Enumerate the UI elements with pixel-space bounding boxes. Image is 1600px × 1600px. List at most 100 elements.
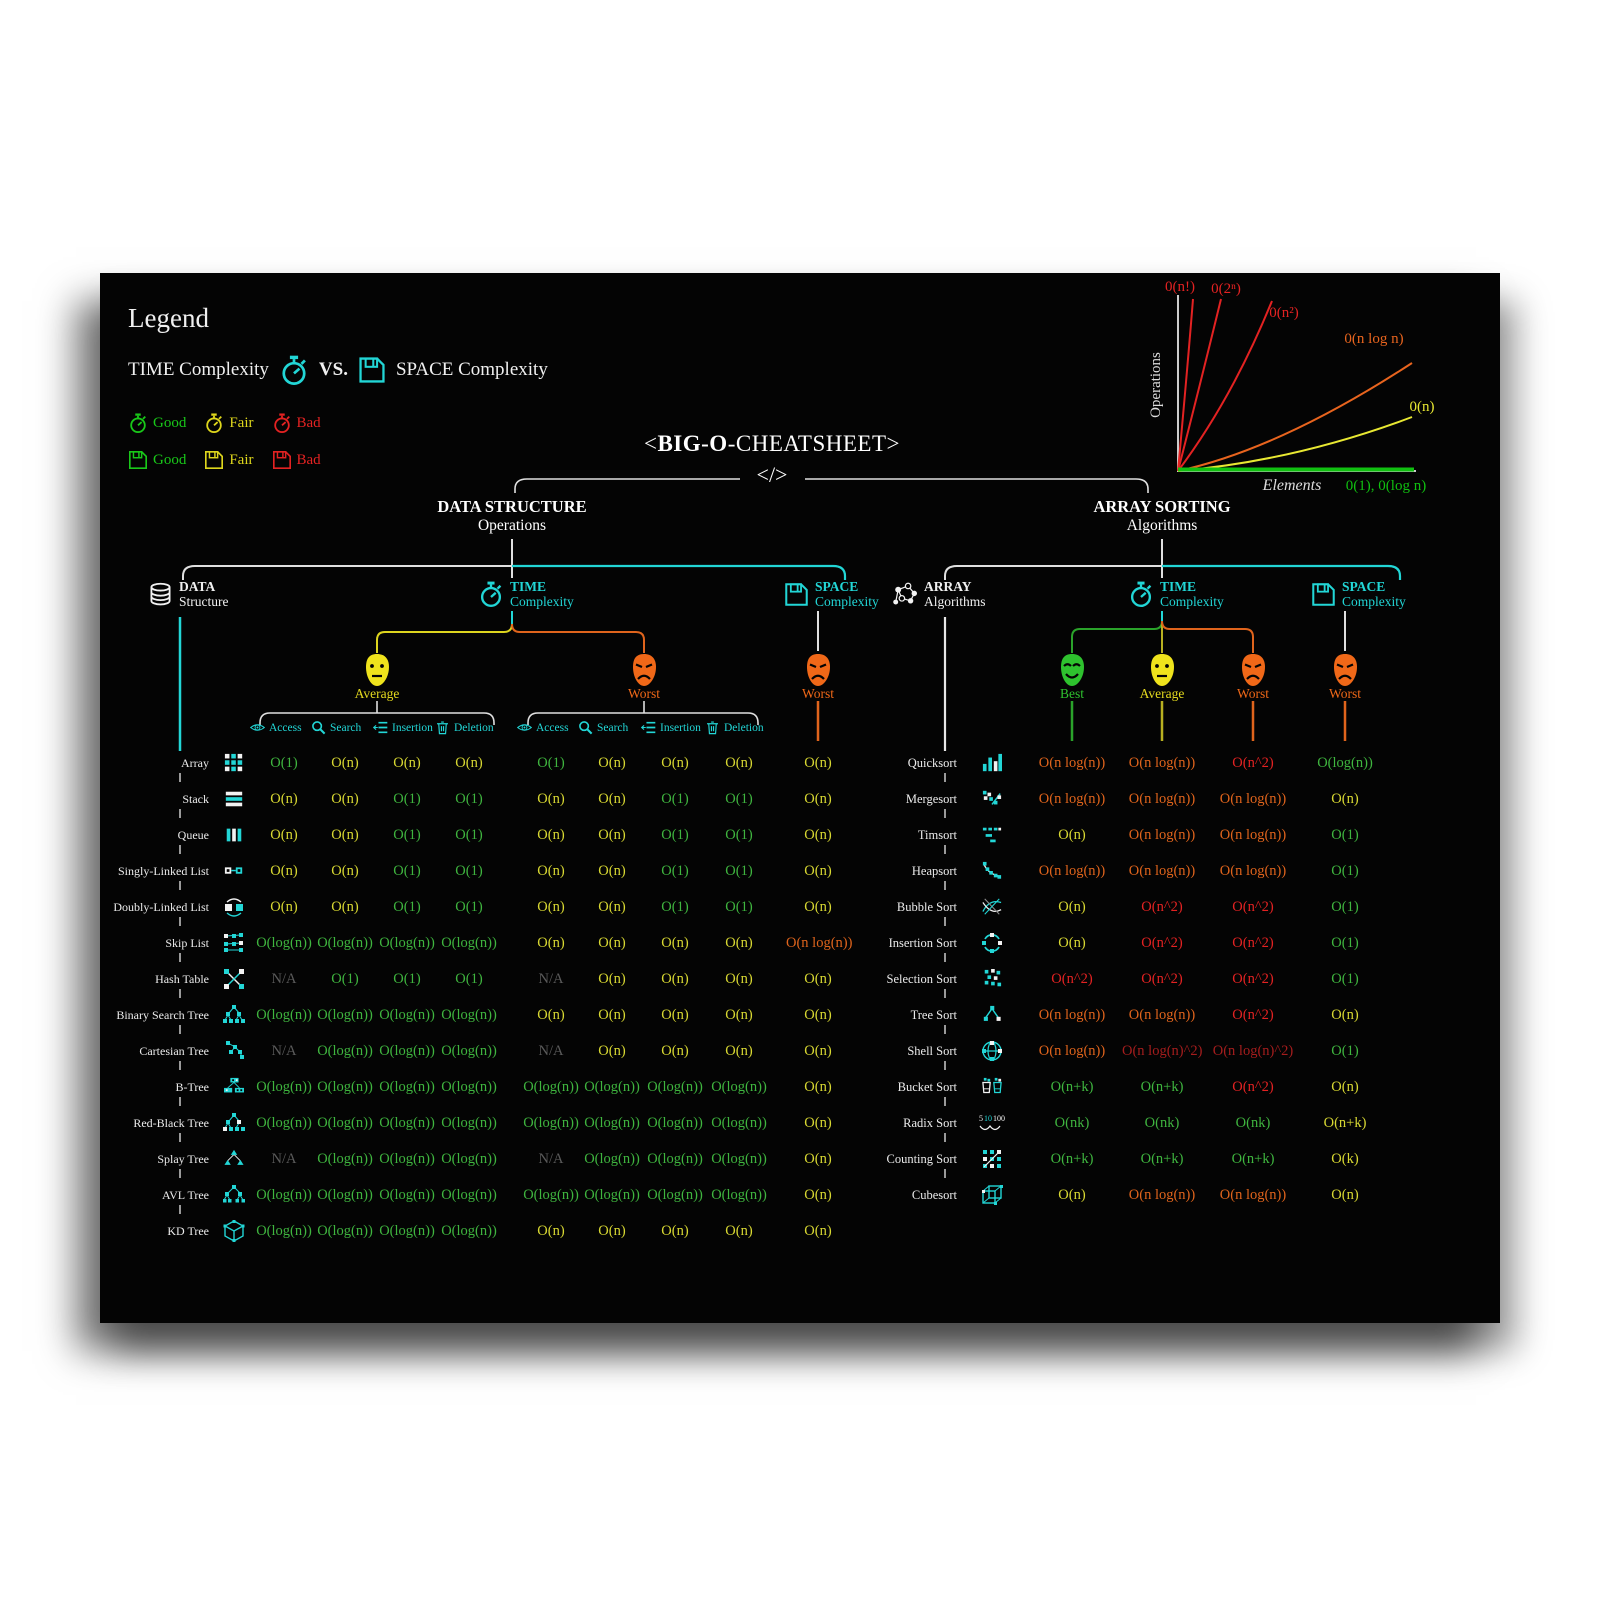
space-complexity-value: O(k)	[1331, 1150, 1359, 1167]
space-node-label-top: SPACE	[815, 579, 859, 594]
avg-complexity-value: O(log(n))	[441, 1222, 497, 1239]
best-complexity-value: O(n log(n))	[1038, 754, 1106, 771]
space-worst-mask-left-icon	[804, 653, 832, 687]
avg-complexity-value: O(n)	[455, 754, 483, 771]
algorithm-name: Bubble Sort	[896, 899, 957, 914]
structure-name: B-Tree	[175, 1079, 209, 1094]
worst-complexity-value: O(n)	[598, 1222, 626, 1239]
queue-icon	[214, 825, 254, 845]
access-icon	[250, 720, 265, 735]
avg-complexity-value: O(log(n))	[317, 1186, 373, 1203]
avg-complexity-value: O(log(n))	[317, 1222, 373, 1239]
binary-search-tree-icon	[214, 1004, 254, 1026]
structure-name: Array	[181, 755, 209, 770]
time-complexity-node-right: TIME Complexity	[1128, 579, 1224, 609]
curve-label-linearithmic: 0(n log n)	[1344, 331, 1403, 347]
avg-complexity-value: O(1)	[393, 790, 421, 807]
average-complexity-value: O(n^2)	[1141, 898, 1183, 915]
avg-complexity-value: O(1)	[393, 826, 421, 843]
op-header-label: Access	[269, 721, 302, 734]
worst-complexity-value: O(n)	[598, 862, 626, 879]
time-node-label-top: TIME	[1160, 579, 1197, 594]
array-algorithms-node: ARRAY Algorithms	[892, 579, 986, 609]
worst-mask-left-icon	[630, 653, 658, 687]
avg-complexity-value: O(n)	[331, 754, 359, 771]
worst-complexity-value: O(log(n))	[711, 1114, 767, 1131]
mergesort-icon	[962, 789, 1022, 809]
worst-complexity-value: O(n^2)	[1232, 1006, 1274, 1023]
worst-complexity-value: O(n log(n))	[1219, 826, 1287, 843]
worst-complexity-value: O(n)	[537, 1006, 565, 1023]
worst-complexity-value: O(n^2)	[1232, 1078, 1274, 1095]
avg-complexity-value: O(1)	[455, 898, 483, 915]
legend-rating-label: Good	[153, 451, 187, 468]
avg-complexity-value: O(log(n))	[317, 934, 373, 951]
avg-complexity-value: O(log(n))	[379, 1186, 435, 1203]
structure-name: Cartesian Tree	[139, 1043, 209, 1058]
op-header-insertion-worst: Insertion	[641, 720, 701, 735]
legend-rating-label: Good	[153, 414, 187, 431]
average-complexity-value: O(n^2)	[1141, 970, 1183, 987]
worst-complexity-value: O(log(n))	[584, 1150, 640, 1167]
floppy-disk-icon	[358, 356, 386, 384]
array-icon	[214, 753, 254, 773]
structure-name: KD Tree	[167, 1223, 209, 1238]
legend-rating-bad: Bad	[272, 450, 321, 470]
legend-vs-label: VS.	[318, 359, 348, 380]
avg-complexity-value: O(1)	[455, 970, 483, 987]
space-complexity-value: O(n log(n))	[786, 934, 853, 951]
worst-complexity-value: O(n)	[725, 1042, 753, 1059]
best-complexity-value: O(n log(n))	[1038, 1006, 1106, 1023]
avg-complexity-value: O(log(n))	[317, 1042, 373, 1059]
legend-rating-fair: Fair	[204, 413, 254, 433]
title-cheatsheet: -CHEATSHEET>	[727, 431, 900, 456]
worst-complexity-value: O(n)	[725, 934, 753, 951]
structure-name: Doubly-Linked List	[113, 899, 209, 914]
space-complexity-value: O(n)	[804, 1222, 832, 1239]
space-node-label-bottom: Complexity	[815, 594, 879, 609]
worst-complexity-value: O(n^2)	[1232, 898, 1274, 915]
average-complexity-value: O(n log(n))	[1128, 754, 1196, 771]
data-node-label-top: DATA	[179, 579, 216, 594]
worst-complexity-value: O(n)	[537, 934, 565, 951]
average-complexity-value: O(n log(n))	[1128, 862, 1196, 879]
structure-name: AVL Tree	[161, 1187, 209, 1202]
avg-complexity-value: O(1)	[393, 898, 421, 915]
worst-complexity-value: O(1)	[661, 862, 689, 879]
stopwatch-icon	[272, 413, 292, 433]
shell-sort-icon	[962, 1040, 1022, 1062]
stopwatch-icon	[279, 355, 309, 385]
average-complexity-value: O(n log(n)^2)	[1122, 1042, 1203, 1059]
avg-complexity-value: O(log(n))	[379, 1078, 435, 1095]
average-complexity-value: O(nk)	[1144, 1114, 1180, 1131]
avg-complexity-value: N/A	[271, 1150, 297, 1167]
space-complexity-value: O(1)	[1331, 970, 1359, 987]
avg-complexity-value: O(n)	[331, 898, 359, 915]
space-worst-mask-left-label: Worst	[802, 686, 834, 701]
worst-complexity-value: O(1)	[661, 790, 689, 807]
space-worst-mask-right-label: Worst	[1329, 686, 1361, 701]
insertion-sort-icon	[962, 932, 1022, 954]
data-structure-node: DATA Structure	[148, 579, 229, 609]
curve-label-exponential: 0(2ⁿ)	[1211, 281, 1241, 297]
title-open-bracket: <	[643, 431, 658, 456]
space-complexity-value: O(n)	[804, 1006, 832, 1023]
space-complexity-value: O(1)	[1331, 934, 1359, 951]
op-header-label: Insertion	[392, 721, 433, 734]
space-complexity-value: O(n)	[804, 1186, 832, 1203]
avg-complexity-value: O(log(n))	[256, 1114, 312, 1131]
space-complexity-value: O(n)	[1331, 1006, 1359, 1023]
worst-complexity-value: O(1)	[725, 826, 753, 843]
worst-complexity-value: O(n)	[598, 826, 626, 843]
